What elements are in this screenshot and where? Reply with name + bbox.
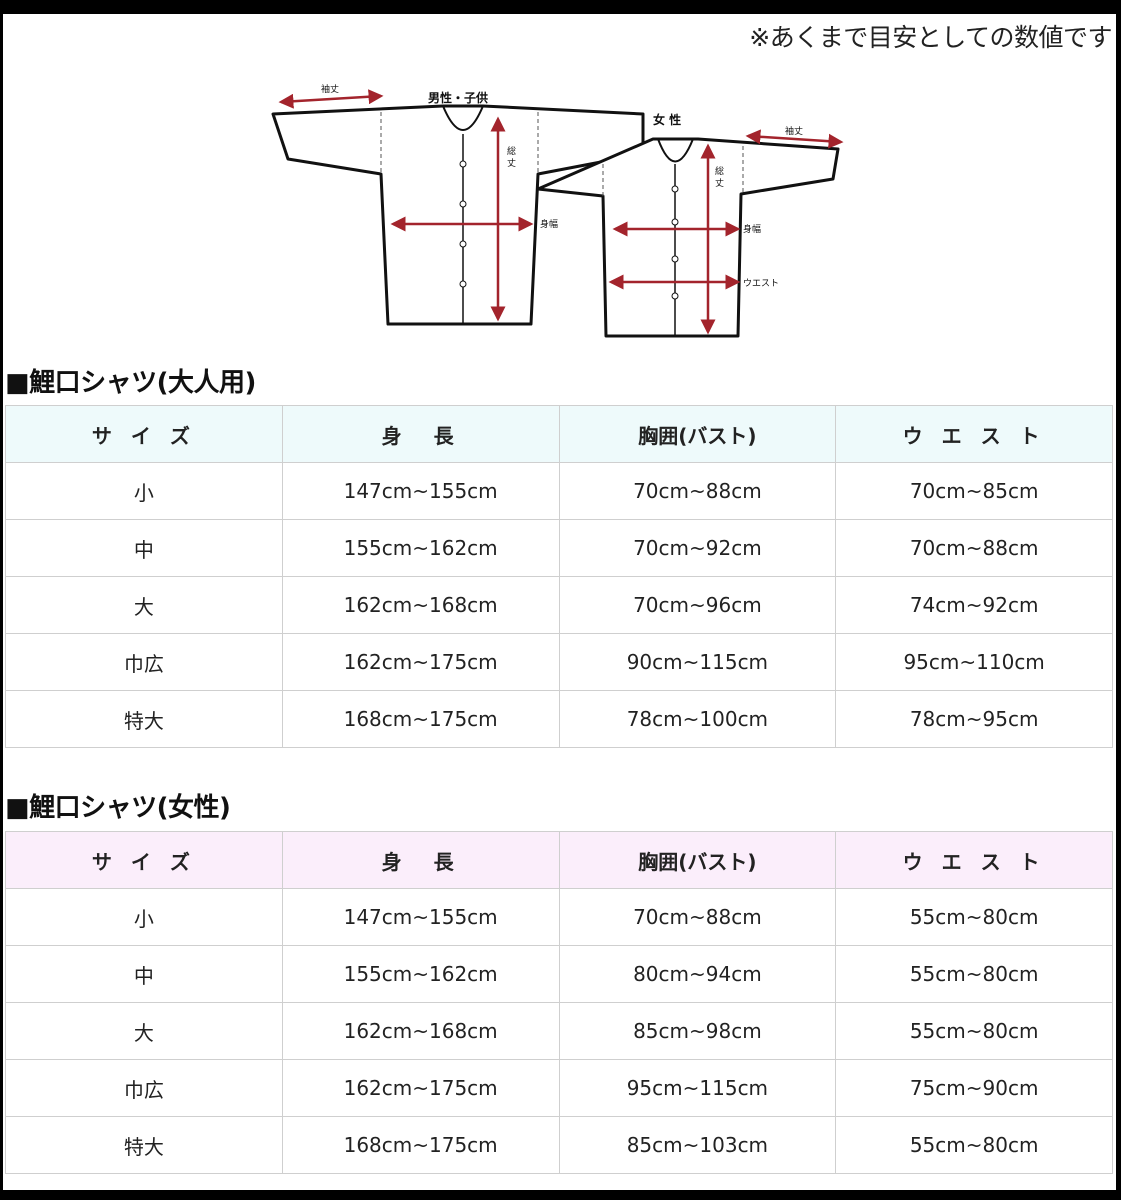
bust-cell: 80cm~94cm: [558, 945, 837, 1003]
women-section-title: ■鯉口シャツ(女性): [5, 793, 231, 823]
bust-cell: 70cm~88cm: [558, 888, 837, 946]
header-waist: ウ エ ス ト: [835, 831, 1113, 889]
bust-cell: 95cm~115cm: [558, 1059, 837, 1117]
size-cell: 特大: [5, 1116, 283, 1174]
waist-cell: 70cm~88cm: [835, 519, 1113, 577]
header-bust: 胸囲(バスト): [558, 831, 837, 889]
header-height: 身 長: [281, 405, 560, 463]
table-row: 巾広 162cm~175cm 90cm~115cm 95cm~110cm: [5, 633, 1113, 691]
table-header-row: サ イ ズ 身 長 胸囲(バスト) ウ エ ス ト: [5, 405, 1113, 463]
women-shirt-outline: [536, 129, 844, 338]
height-cell: 155cm~162cm: [281, 519, 560, 577]
men-kids-title: 男性・子供: [428, 90, 488, 105]
waist-cell: 74cm~92cm: [835, 576, 1113, 634]
size-cell: 中: [5, 519, 283, 577]
table-row: 特大 168cm~175cm 78cm~100cm 78cm~95cm: [5, 690, 1113, 748]
bust-cell: 85cm~103cm: [558, 1116, 837, 1174]
women-size-table: サ イ ズ 身 長 胸囲(バスト) ウ エ ス ト 小 147cm~155cm …: [5, 831, 1113, 1174]
men-shirt-outline: [271, 89, 645, 326]
bust-cell: 78cm~100cm: [558, 690, 837, 748]
shirt-measurement-diagram: 男性・子供 袖丈 総 丈 身幅 女 性 袖丈 総 丈 身幅 ウエスト: [271, 83, 844, 338]
women-sleeve-label: 袖丈: [785, 125, 803, 137]
table-row: 中 155cm~162cm 80cm~94cm 55cm~80cm: [5, 945, 1113, 1003]
header-size: サ イ ズ: [5, 831, 283, 889]
waist-cell: 55cm~80cm: [835, 945, 1113, 1003]
women-length-label-2: 丈: [715, 178, 724, 189]
table-row: 巾広 162cm~175cm 95cm~115cm 75cm~90cm: [5, 1059, 1113, 1117]
height-cell: 162cm~175cm: [281, 633, 560, 691]
men-sleeve-label: 袖丈: [321, 83, 339, 95]
table-row: 大 162cm~168cm 85cm~98cm 55cm~80cm: [5, 1002, 1113, 1060]
bust-cell: 70cm~96cm: [558, 576, 837, 634]
bust-cell: 85cm~98cm: [558, 1002, 837, 1060]
size-cell: 大: [5, 576, 283, 634]
table-row: 小 147cm~155cm 70cm~88cm 70cm~85cm: [5, 462, 1113, 520]
table-row: 特大 168cm~175cm 85cm~103cm 55cm~80cm: [5, 1116, 1113, 1174]
height-cell: 162cm~168cm: [281, 576, 560, 634]
height-cell: 168cm~175cm: [281, 690, 560, 748]
adult-section-title: ■鯉口シャツ(大人用): [5, 368, 256, 398]
size-chart-page: ※あくまで目安としての数値です 男性・子供 袖丈 総 丈 身幅: [3, 14, 1116, 1190]
women-title: 女 性: [653, 112, 681, 127]
disclaimer-note: ※あくまで目安としての数値です: [749, 23, 1112, 52]
height-cell: 162cm~175cm: [281, 1059, 560, 1117]
waist-cell: 75cm~90cm: [835, 1059, 1113, 1117]
waist-cell: 70cm~85cm: [835, 462, 1113, 520]
size-cell: 大: [5, 1002, 283, 1060]
table-row: 中 155cm~162cm 70cm~92cm 70cm~88cm: [5, 519, 1113, 577]
table-row: 小 147cm~155cm 70cm~88cm 55cm~80cm: [5, 888, 1113, 946]
height-cell: 155cm~162cm: [281, 945, 560, 1003]
header-height: 身 長: [281, 831, 560, 889]
table-header-row: サ イ ズ 身 長 胸囲(バスト) ウ エ ス ト: [5, 831, 1113, 889]
waist-cell: 78cm~95cm: [835, 690, 1113, 748]
size-cell: 特大: [5, 690, 283, 748]
waist-cell: 95cm~110cm: [835, 633, 1113, 691]
women-length-label-1: 総: [715, 165, 724, 177]
header-bust: 胸囲(バスト): [558, 405, 837, 463]
header-waist: ウ エ ス ト: [835, 405, 1113, 463]
size-cell: 小: [5, 888, 283, 946]
adult-size-table: サ イ ズ 身 長 胸囲(バスト) ウ エ ス ト 小 147cm~155cm …: [5, 405, 1113, 748]
height-cell: 168cm~175cm: [281, 1116, 560, 1174]
height-cell: 147cm~155cm: [281, 462, 560, 520]
women-chest-label: 身幅: [743, 223, 761, 235]
bust-cell: 90cm~115cm: [558, 633, 837, 691]
bust-cell: 70cm~88cm: [558, 462, 837, 520]
men-length-label-2: 丈: [507, 158, 516, 169]
size-cell: 中: [5, 945, 283, 1003]
height-cell: 147cm~155cm: [281, 888, 560, 946]
men-length-label-1: 総: [507, 145, 516, 157]
size-cell: 巾広: [5, 633, 283, 691]
waist-cell: 55cm~80cm: [835, 1002, 1113, 1060]
waist-cell: 55cm~80cm: [835, 1116, 1113, 1174]
size-cell: 巾広: [5, 1059, 283, 1117]
men-chest-label: 身幅: [540, 218, 558, 230]
height-cell: 162cm~168cm: [281, 1002, 560, 1060]
size-cell: 小: [5, 462, 283, 520]
bust-cell: 70cm~92cm: [558, 519, 837, 577]
waist-cell: 55cm~80cm: [835, 888, 1113, 946]
header-size: サ イ ズ: [5, 405, 283, 463]
women-waist-label: ウエスト: [743, 278, 779, 289]
table-row: 大 162cm~168cm 70cm~96cm 74cm~92cm: [5, 576, 1113, 634]
